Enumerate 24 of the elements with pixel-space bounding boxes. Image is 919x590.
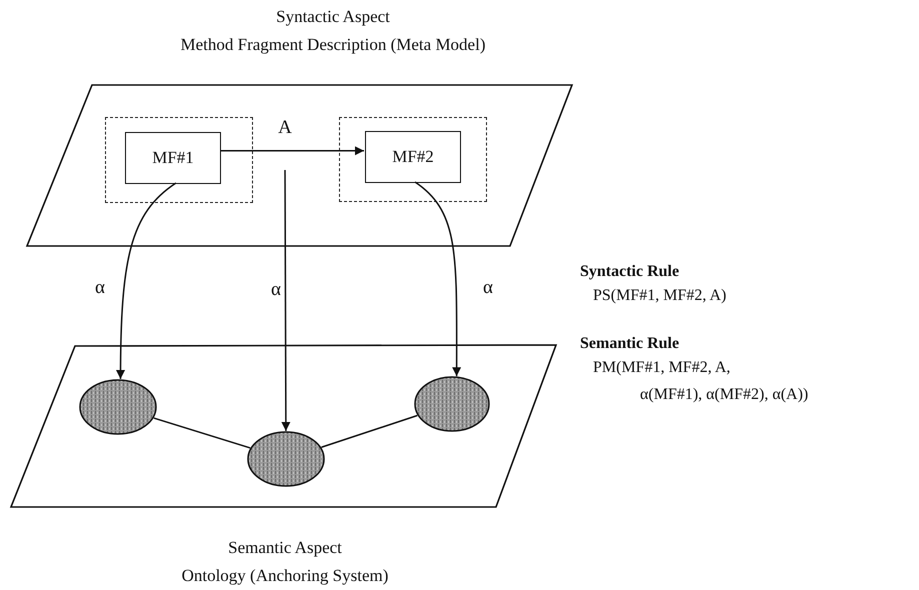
dashed-frame (105, 117, 253, 203)
rule-formula: PS(MF#1, MF#2, A) (593, 288, 726, 304)
aspect-subheading: Method Fragment Description (Meta Model) (180, 36, 486, 53)
arrow (414, 181, 462, 376)
aspect-heading: Syntactic Aspect (276, 8, 390, 25)
arrow (220, 146, 364, 156)
concept-ellipse (247, 431, 325, 487)
rule-formula: α(MF#1), α(MF#2), α(A)) (640, 387, 808, 403)
fragment-name: MF#1 (152, 148, 194, 168)
fragment-name: MF#2 (392, 147, 434, 167)
fragment-box (365, 131, 461, 183)
plane-parallelogram (10, 344, 558, 588)
rule-heading: Syntactic Rule (580, 264, 680, 280)
aspect-subheading: Ontology (Anchoring System) (182, 567, 388, 584)
connector-line (321, 414, 418, 448)
fragment-box (125, 132, 221, 184)
arrow (281, 170, 290, 431)
rule-heading: Semantic Rule (580, 336, 680, 352)
connector-line (154, 417, 250, 449)
concept-ellipse (79, 379, 157, 435)
concept-ellipse (414, 376, 490, 432)
rule-formula: PM(MF#1, MF#2, A, (593, 360, 730, 376)
aspect-heading: Semantic Aspect (228, 539, 342, 556)
dashed-frame (339, 117, 487, 202)
